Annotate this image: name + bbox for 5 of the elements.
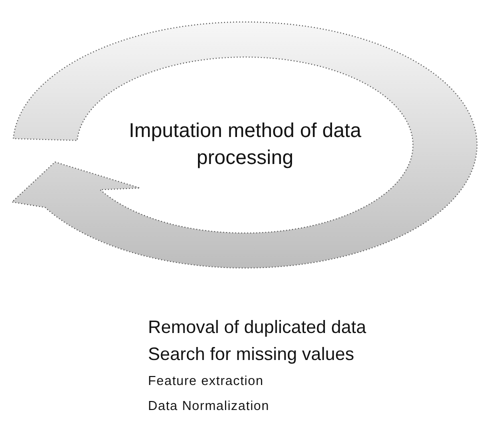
center-text: Imputation method of data processing xyxy=(128,119,362,171)
list-item: Feature extraction xyxy=(148,372,265,390)
list-item: Removal of duplicated data xyxy=(148,316,366,339)
list-item: Data Normalization xyxy=(148,397,270,415)
list-item: Search for missing values xyxy=(148,343,356,366)
